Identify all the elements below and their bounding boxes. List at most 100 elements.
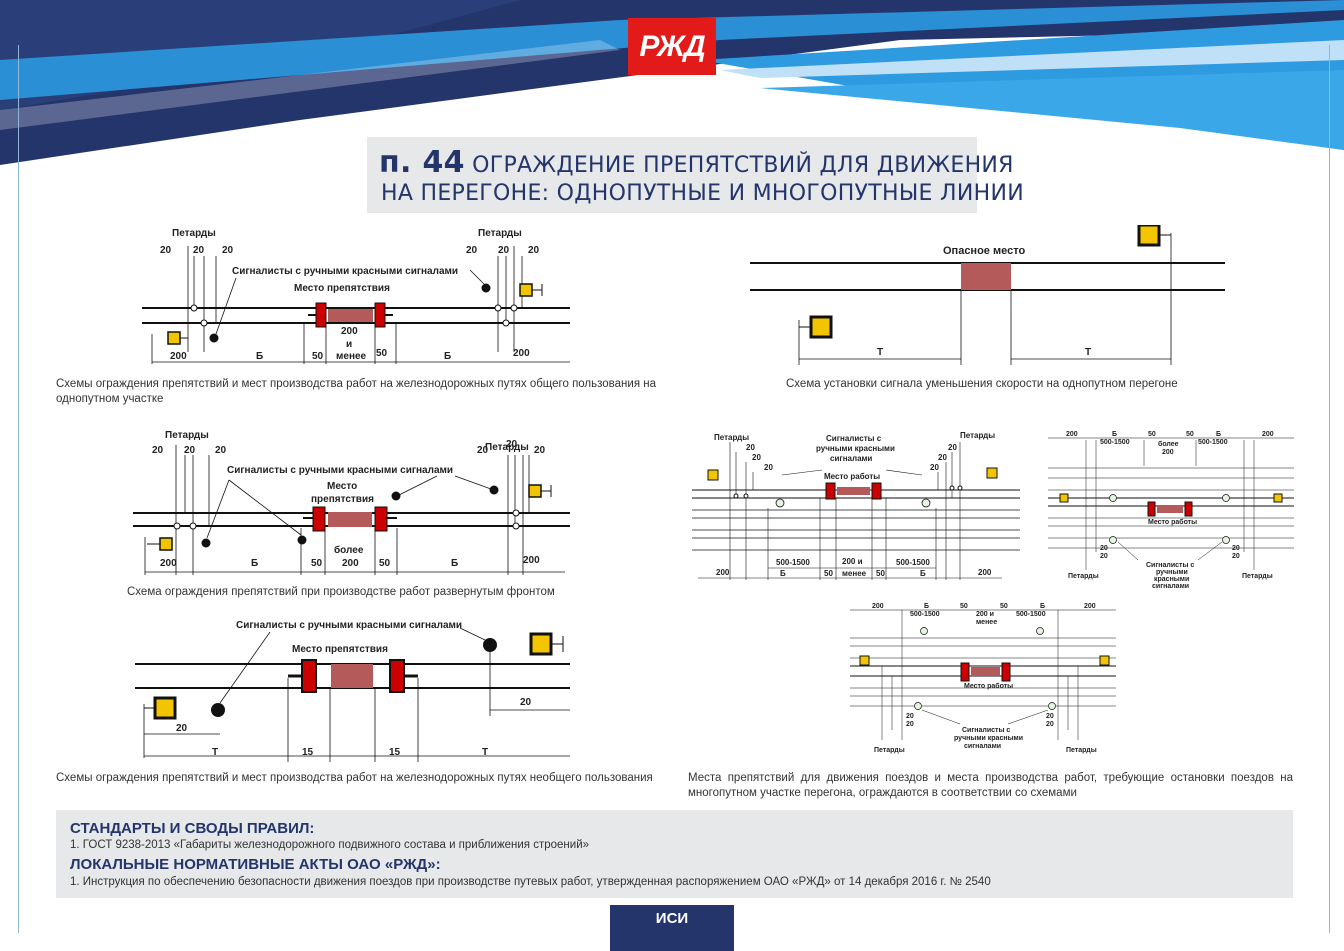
signalists-label: Сигналисты с ручными красными сигналами	[232, 266, 458, 277]
diagram-label: 20	[528, 245, 540, 256]
local-acts-heading: ЛОКАЛЬНЫЕ НОРМАТИВНЫЕ АКТЫ ОАО «РЖД»:	[70, 856, 441, 873]
diagram-label: Сигналисты с	[1146, 562, 1194, 569]
diagram-extended-front: Петарды Петарды 20 20 20 20 20 20 Сигнал…	[133, 430, 570, 575]
diagram-label: Петарды	[165, 430, 209, 441]
diagram-label: 20	[752, 453, 761, 462]
diagram-label: 20	[506, 439, 518, 450]
diagram-label: Б	[256, 351, 263, 362]
diagram-label: Б	[444, 351, 451, 362]
diagram-label: Петарды	[714, 433, 749, 442]
diagram-label: Петарды	[960, 431, 995, 440]
diagram-multitrack-2: 200 Б 500-1500 50 более 200 50 Б 500-150…	[1048, 431, 1294, 590]
diagram-label: препятствия	[311, 494, 374, 505]
diagram-label: менее	[976, 619, 997, 626]
caption-1: Схемы ограждения препятствий и мест прои…	[56, 378, 656, 405]
diagram-label: 200	[1262, 431, 1274, 438]
diagram-multitrack-1: Петарды Петарды Сигналисты с ручными кра…	[692, 431, 1020, 580]
diagram-label: 50	[1148, 431, 1156, 438]
diagram-label: 20	[906, 713, 914, 720]
diagram-label: 200	[160, 558, 177, 569]
diagram-label: 20	[152, 445, 164, 456]
diagram-label: красными	[1154, 576, 1189, 583]
rzd-logo: РЖД	[628, 18, 716, 75]
diagram-label: Место препятствия	[292, 644, 388, 655]
diagram-label: сигналами	[964, 743, 1001, 750]
diagram-label: 20	[466, 245, 478, 256]
diagram-label: 20	[477, 445, 489, 456]
diagram-label: Место работы	[824, 472, 880, 481]
diagram-label: Сигналисты с	[962, 727, 1010, 734]
logo-text: РЖД	[639, 29, 705, 63]
diagram-label: 500-1500	[1100, 439, 1130, 446]
diagram-label: Б	[451, 558, 458, 569]
diagram-label: 200	[716, 568, 730, 577]
diagram-label: 20	[1046, 721, 1054, 728]
diagram-label: 200 и	[842, 557, 863, 566]
petardy-right-label: Петарды	[478, 228, 522, 239]
diagram-label: более	[1158, 440, 1179, 448]
diagram-label: 20	[1100, 553, 1108, 560]
diagram-label: 20	[1232, 553, 1240, 560]
diagram-label: 50	[876, 569, 885, 578]
footer-tab: ИСИ	[610, 905, 734, 951]
caption-2: Схема установки сигнала уменьшения скоро…	[786, 378, 1178, 390]
diagram-label: 15	[389, 747, 401, 758]
diagram-label: 20	[746, 443, 755, 452]
diagram-label: более	[334, 544, 364, 556]
diagram-label: Сигналисты с ручными красными сигналами	[236, 620, 462, 631]
diagram-label: Б	[251, 558, 258, 569]
diagram-label: 20	[906, 721, 914, 728]
diagram-multitrack-3: 200 Б 500-1500 50 200 и менее 50 Б 500-1…	[850, 603, 1116, 754]
diagram-label: 15	[302, 747, 314, 758]
diagram-label: 50	[824, 569, 833, 578]
caption-4: Схемы ограждения препятствий и мест прои…	[56, 772, 653, 784]
page-title-line2: НА ПЕРЕГОНЕ: ОДНОПУТНЫЕ И МНОГОПУТНЫЕ ЛИ…	[381, 181, 1024, 206]
diagram-label: 20	[534, 445, 546, 456]
diagram-label: 20	[160, 245, 172, 256]
diagram-label: 20	[184, 445, 196, 456]
diagram-label: 50	[376, 348, 388, 359]
diagram-label: 20	[948, 443, 957, 452]
caption-3: Схема ограждения препятствий при произво…	[127, 586, 555, 598]
diagram-label: Б	[780, 569, 786, 578]
diagram-label: Б	[1112, 431, 1117, 438]
diagram-label: 200	[513, 348, 530, 359]
diagram-label: 200	[1162, 449, 1174, 456]
diagram-label: 20	[193, 245, 205, 256]
footer-label: ИСИ	[655, 910, 689, 927]
diagram-label: 200	[170, 351, 187, 362]
header-decoration	[0, 0, 1344, 165]
caption-5: Места препятствий для движения поездов и…	[688, 772, 1293, 799]
diagram-label: Сигналисты с ручными красными сигналами	[227, 465, 453, 476]
obstacle-place-label: Место препятствия	[294, 283, 390, 294]
diagram-label: Б	[924, 603, 929, 610]
diagram-label: 20	[498, 245, 510, 256]
diagram-label: 50	[312, 351, 324, 362]
diagram-label: 50	[1000, 603, 1008, 610]
diagram-label: 200	[342, 558, 359, 569]
diagram-speed-reduction: Опасное место Т Т	[750, 225, 1225, 365]
diagram-label: 50	[379, 558, 391, 569]
diagram-label: Петарды	[1068, 573, 1099, 580]
diagram-label: Петарды	[874, 747, 905, 754]
diagram-label: 200	[523, 555, 540, 566]
diagram-label: 500-1500	[776, 558, 810, 567]
standards-panel: СТАНДАРТЫ И СВОДЫ ПРАВИЛ: 1. ГОСТ 9238-2…	[56, 810, 1293, 898]
diagram-label: Б	[1216, 431, 1221, 438]
standards-item-1: 1. ГОСТ 9238-2013 «Габариты железнодорож…	[70, 839, 590, 851]
diagram-non-public: Сигналисты с ручными красными сигналами …	[135, 620, 570, 762]
diagram-label: 20	[1046, 713, 1054, 720]
diagram-label: ручными красными	[954, 735, 1023, 742]
diagram-label: менее	[336, 351, 367, 362]
diagram-label: 500-1500	[896, 558, 930, 567]
diagram-label: Т	[1085, 347, 1091, 358]
diagram-label: 500-1500	[910, 611, 940, 618]
diagram-label: 200	[978, 568, 992, 577]
diagram-label: 500-1500	[1016, 611, 1046, 618]
standards-heading: СТАНДАРТЫ И СВОДЫ ПРАВИЛ:	[70, 820, 315, 837]
title-text-1: ОГРАЖДЕНИЕ ПРЕПЯТСТВИЙ ДЛЯ ДВИЖЕНИЯ	[472, 153, 1014, 178]
title-panel: п. 44 ОГРАЖДЕНИЕ ПРЕПЯТСТВИЙ ДЛЯ ДВИЖЕНИ…	[367, 137, 1024, 213]
diagram-label: Петарды	[1066, 747, 1097, 754]
diagram-label: 20	[1232, 545, 1240, 552]
diagram-label: Т	[482, 747, 488, 758]
